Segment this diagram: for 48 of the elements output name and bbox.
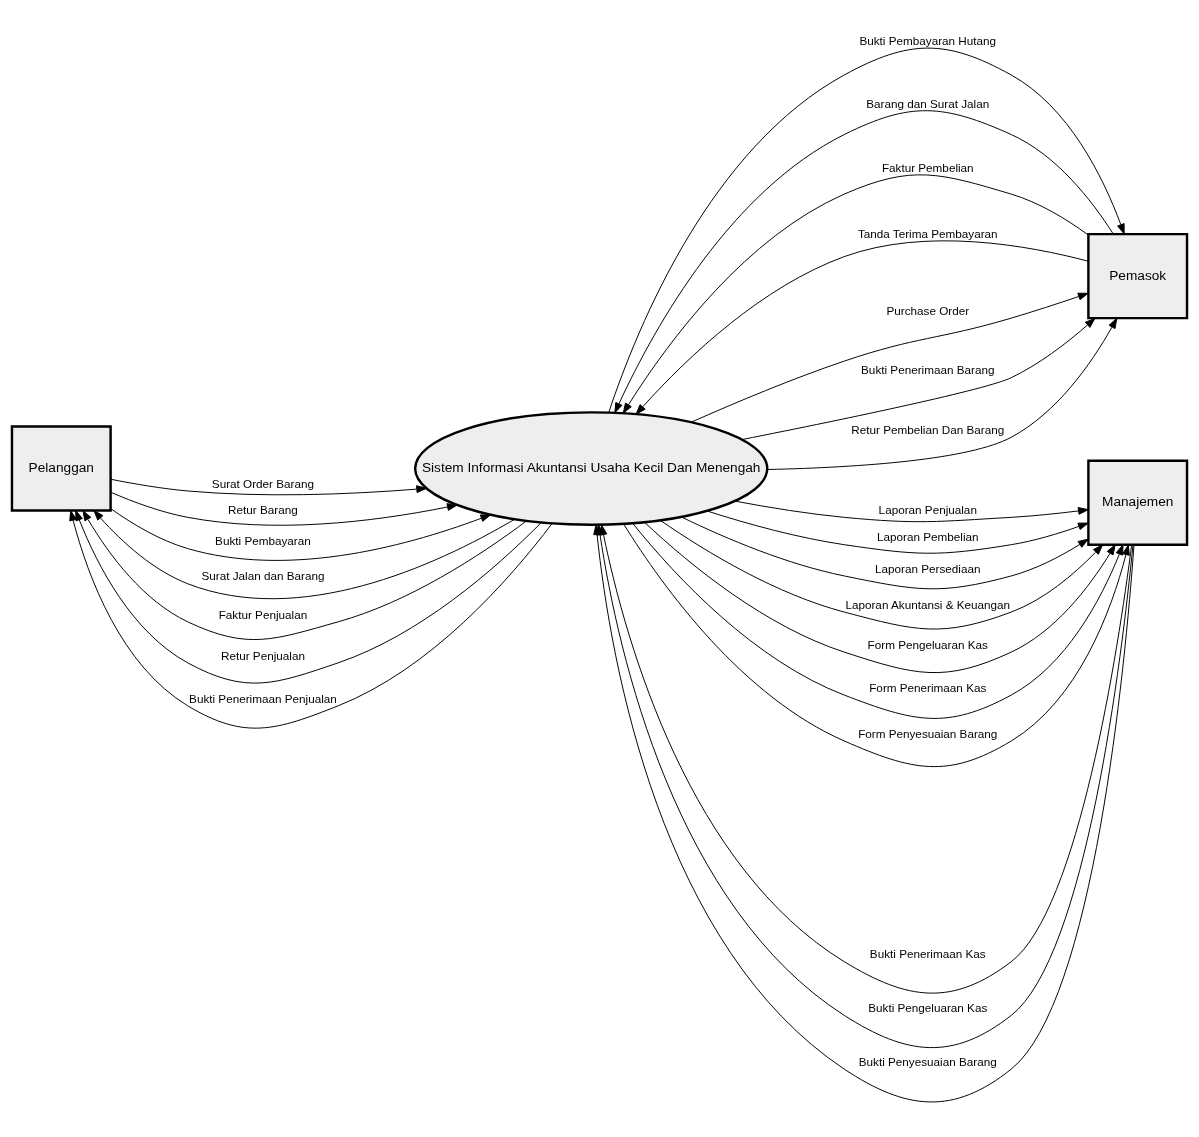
arrow — [659, 519, 1104, 629]
edge-label: Bukti Pembayaran — [215, 533, 311, 547]
edge-label: Form Pengeluaran Kas — [867, 637, 988, 651]
edge-label: Bukti Penerimaan Barang — [861, 362, 995, 376]
arrow — [623, 522, 1130, 767]
arrow — [690, 292, 1089, 423]
arrow — [635, 239, 1089, 415]
edge-label: Faktur Penjualan — [218, 607, 308, 621]
arrow — [93, 509, 516, 599]
arrow — [608, 47, 1125, 413]
edge-label: Surat Jalan dan Barang — [201, 568, 325, 582]
edge-label: Form Penyesuaian Barang — [858, 726, 998, 740]
arrow — [110, 491, 458, 526]
node-box: Pelanggan — [10, 424, 112, 512]
edge-label: Bukti Penerimaan Kas — [869, 946, 986, 960]
arrow — [766, 317, 1118, 470]
arrow — [110, 478, 427, 495]
edge-label: Purchase Order — [886, 303, 970, 317]
edge-label: Bukti Penerimaan Penjualan — [189, 691, 337, 704]
edge-label: Surat Order Barang — [211, 476, 315, 490]
arrow — [614, 109, 1114, 413]
arrow — [622, 174, 1089, 414]
arrow — [110, 507, 492, 561]
edge-label: Barang dan Surat Jalan — [866, 96, 990, 110]
edge-label: Bukti Pembayaran Hutang — [859, 33, 997, 47]
arrow — [680, 515, 1089, 589]
arrow — [632, 522, 1124, 719]
arrow — [69, 509, 553, 728]
arrow — [741, 317, 1096, 440]
edge-label: Form Penerimaan Kas — [869, 680, 987, 694]
edge-label: Laporan Penjualan — [878, 502, 977, 516]
edge-label: Laporan Pembelian — [877, 529, 979, 543]
arrow — [734, 500, 1089, 522]
arrow — [75, 509, 542, 683]
arrow — [706, 509, 1089, 554]
node-box: Pemasok — [1087, 232, 1189, 319]
node-box: Manajemen — [1087, 459, 1189, 546]
edge-label: Tanda Terima Pembayaran — [857, 226, 998, 240]
edge-label: Laporan Akuntansi & Keuangan — [845, 597, 1011, 611]
arrow — [643, 521, 1116, 673]
edge-label: Bukti Pengeluaran Kas — [868, 1000, 988, 1014]
edge-label: Retur Penjualan — [220, 648, 305, 662]
edge-label: Laporan Persediaan — [875, 561, 981, 575]
edge-label: Retur Barang — [228, 502, 298, 516]
edge-label: Faktur Pembelian — [881, 160, 974, 174]
edge-label: Retur Pembelian Dan Barang — [851, 422, 1005, 436]
arrow — [82, 509, 528, 640]
edge-label: Bukti Penyesuaian Barang — [858, 1054, 997, 1068]
